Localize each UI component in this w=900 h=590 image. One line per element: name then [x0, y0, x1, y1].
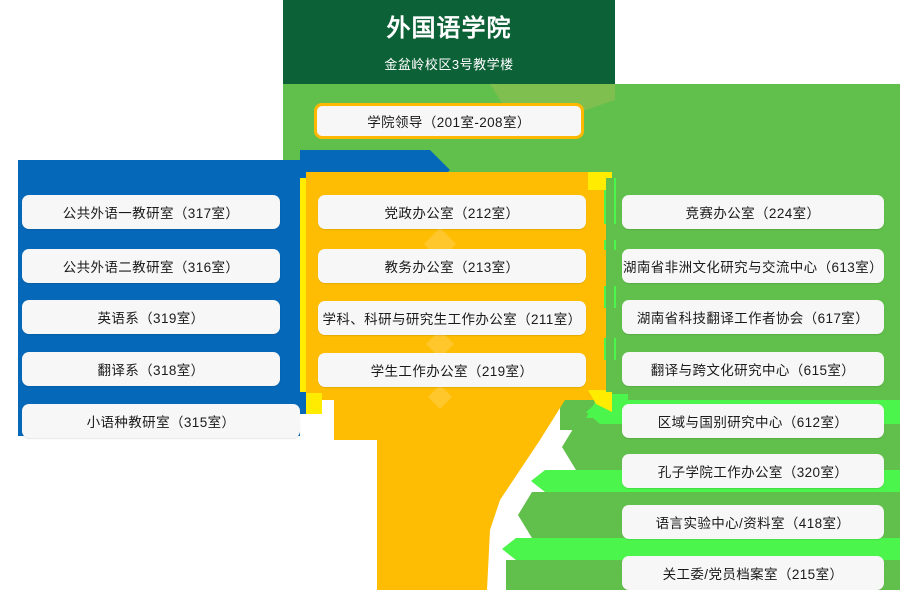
- orange-diamond-accent: [426, 330, 454, 358]
- list-item-admin-2[interactable]: 教务办公室（213室）: [318, 249, 586, 283]
- yellow-corner-chip: [588, 390, 612, 412]
- list-item-center-4[interactable]: 翻译与跨文化研究中心（615室）: [622, 352, 884, 386]
- list-item-center-8[interactable]: 关工委/党员档案室（215室）: [622, 556, 884, 590]
- list-item-teaching-1[interactable]: 公共外语一教研室（317室）: [22, 195, 280, 229]
- leadership-box[interactable]: 学院领导（201室-208室）: [314, 103, 584, 139]
- orange-diamond-accent: [428, 385, 452, 409]
- list-item-teaching-4[interactable]: 翻译系（318室）: [22, 352, 280, 386]
- orange-bridge-top: [306, 172, 612, 186]
- list-item-center-3[interactable]: 湖南省科技翻译工作者协会（617室）: [622, 300, 884, 334]
- page-title: 外国语学院: [386, 15, 512, 43]
- list-item-center-5[interactable]: 区域与国别研究中心（612室）: [622, 404, 884, 438]
- list-item-center-6[interactable]: 孔子学院工作办公室（320室）: [622, 454, 884, 488]
- green-divider-strip: [606, 178, 614, 392]
- list-item-center-2[interactable]: 湖南省非洲文化研究与交流中心（613室）: [622, 249, 884, 283]
- list-item-admin-4[interactable]: 学生工作办公室（219室）: [318, 353, 586, 387]
- list-item-teaching-5[interactable]: 小语种教研室（315室）: [22, 404, 300, 438]
- header-banner: 外国语学院 金盆岭校区3号教学楼: [283, 0, 615, 84]
- header-subtitle: 金盆岭校区3号教学楼: [384, 56, 514, 72]
- list-item-teaching-2[interactable]: 公共外语二教研室（316室）: [22, 249, 280, 283]
- list-item-center-7[interactable]: 语言实验中心/资料室（418室）: [622, 505, 884, 539]
- green-arrow-band-bright: [502, 538, 900, 560]
- list-item-admin-3[interactable]: 学科、科研与研究生工作办公室（211室）: [318, 301, 586, 335]
- list-item-teaching-3[interactable]: 英语系（319室）: [22, 300, 280, 334]
- list-item-center-1[interactable]: 竞赛办公室（224室）: [622, 195, 884, 229]
- list-item-admin-1[interactable]: 党政办公室（212室）: [318, 195, 586, 229]
